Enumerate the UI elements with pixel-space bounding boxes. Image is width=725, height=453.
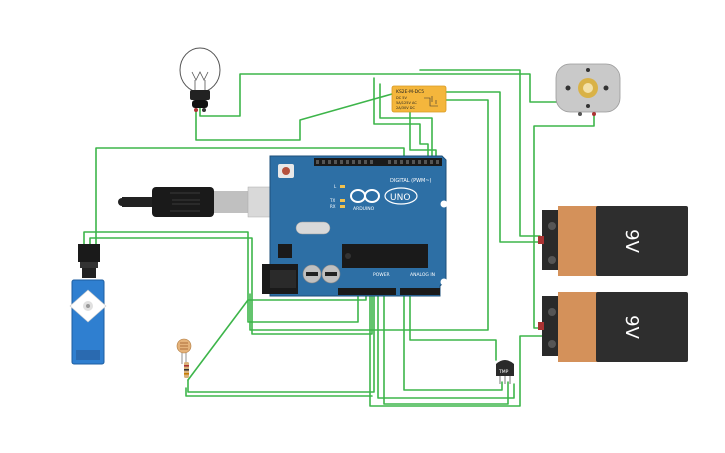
digital-header	[314, 158, 442, 166]
arduino-logo-icon	[350, 189, 380, 203]
led-l-label: L	[334, 184, 337, 189]
servo-icon[interactable]	[69, 244, 107, 365]
temperature-sensor[interactable]: TMP	[496, 360, 514, 384]
microcontroller-chip	[342, 244, 428, 268]
wire-photo-1[interactable]	[187, 291, 375, 393]
led-tx-label: TX	[329, 198, 335, 203]
wire-lower-1[interactable]	[187, 291, 367, 381]
resistor-icon[interactable]	[184, 362, 189, 378]
usb-cable-icon[interactable]	[118, 186, 293, 218]
wire-lower-4[interactable]	[403, 291, 503, 391]
wire-relay-d1[interactable]	[373, 77, 429, 159]
wire-servo-2[interactable]	[89, 237, 373, 335]
wire-servo-1[interactable]	[83, 231, 359, 323]
battery-top[interactable]: 9V	[538, 206, 688, 276]
battery-top-label: 9V	[621, 229, 642, 253]
relay-spec-1: DC 5V	[396, 96, 407, 100]
battery-bottom[interactable]: 9V	[538, 292, 688, 362]
wire-relay-motor[interactable]	[249, 99, 489, 331]
wire-lower-5[interactable]	[369, 291, 553, 407]
wire-relay-d3[interactable]	[409, 109, 437, 159]
wire-lower-3[interactable]	[383, 291, 509, 405]
wire-top-right[interactable]	[419, 69, 541, 237]
wire-photo-2[interactable]	[185, 387, 373, 397]
power-header	[338, 288, 396, 295]
battery-bottom-label: 9V	[621, 315, 642, 339]
relay-spec-3: 2A/30V DC	[396, 106, 415, 110]
digital-label: DIGITAL (PWM~)	[390, 178, 432, 184]
relay-model: KS2E-M-DC5	[396, 89, 424, 95]
relay-spec-2: 5A/125V AC	[396, 101, 417, 105]
dc-motor-icon[interactable]	[555, 63, 621, 116]
tmp-label: TMP	[498, 369, 509, 375]
power-label: POWER	[373, 272, 390, 278]
wire-relay-battery[interactable]	[445, 91, 541, 243]
analog-label: ANALOG IN	[410, 272, 435, 278]
led-rx-label: RX	[330, 204, 336, 209]
model-label: UNO	[390, 193, 410, 203]
wire-tmp-3[interactable]	[409, 291, 497, 361]
photoresistor-icon[interactable]	[176, 338, 192, 364]
wire-servo-frame[interactable]	[95, 147, 405, 247]
relay-symbol-icon	[424, 96, 438, 107]
wire-lower-2[interactable]	[377, 291, 515, 399]
wire-bulb-relay[interactable]	[195, 93, 393, 141]
relay[interactable]: KS2E-M-DC5 DC 5V 5A/125V AC 2A/30V DC	[391, 85, 447, 113]
analog-header	[400, 288, 440, 295]
light-bulb-icon[interactable]	[179, 47, 221, 112]
arduino-board[interactable]: DIGITAL (PWM~) L TX RX UNO ARDUINO POWER…	[262, 155, 448, 297]
wire-relay-d2[interactable]	[379, 83, 433, 159]
wires	[83, 69, 595, 407]
brand-label: ARDUINO	[353, 206, 375, 212]
